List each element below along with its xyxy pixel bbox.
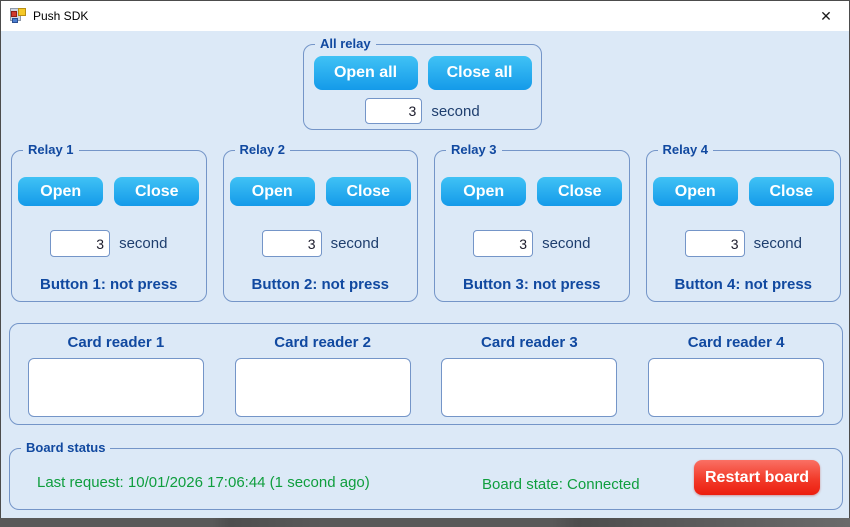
relay-2-close-button[interactable]: Close xyxy=(325,177,411,206)
open-all-button[interactable]: Open all xyxy=(313,56,418,90)
relay-1-group: Relay 1 Open Close second Button 1: not … xyxy=(11,142,207,302)
relay-1-open-button[interactable]: Open xyxy=(18,177,104,206)
close-icon: ✕ xyxy=(820,7,832,24)
close-all-button[interactable]: Close all xyxy=(427,56,532,90)
relay-2-button-status: Button 2: not press xyxy=(251,276,390,293)
restart-board-button[interactable]: Restart board xyxy=(694,460,820,495)
relay-2-seconds-input[interactable] xyxy=(261,230,322,257)
relay-4-caption: Relay 4 xyxy=(657,142,714,158)
card-reader-1-caption: Card reader 1 xyxy=(67,334,165,351)
titlebar[interactable]: Push SDK ✕ xyxy=(1,1,849,31)
all-relay-seconds-unit: second xyxy=(431,102,480,120)
relay-3-caption: Relay 3 xyxy=(446,142,502,158)
card-reader-3-caption: Card reader 3 xyxy=(481,334,578,351)
relay-4-group: Relay 4 Open Close second Button 4: not … xyxy=(645,142,841,302)
relay-3-seconds-unit: second xyxy=(542,235,591,252)
relay-2-caption: Relay 2 xyxy=(234,142,291,158)
card-reader-3-cell: Card reader 3 xyxy=(434,332,626,424)
relay-2-group: Relay 2 Open Close second Button 2: not … xyxy=(222,142,418,302)
relay-3-seconds-input[interactable] xyxy=(473,230,534,257)
card-reader-2-cell: Card reader 2 xyxy=(227,332,419,424)
relay-1-seconds-input[interactable] xyxy=(50,230,111,257)
all-relay-group: All relay Open all Close all second xyxy=(303,36,542,130)
background-window-strip xyxy=(0,517,850,527)
card-reader-1-box[interactable] xyxy=(27,358,204,417)
relay-4-seconds-input[interactable] xyxy=(684,230,745,257)
card-reader-4-caption: Card reader 4 xyxy=(687,334,785,351)
relay-row: Relay 1 Open Close second Button 1: not … xyxy=(11,142,841,302)
card-reader-2-box[interactable] xyxy=(234,358,411,417)
card-reader-3-box[interactable] xyxy=(441,358,618,417)
board-status-group: Board status Last request: 10/01/2026 17… xyxy=(9,440,843,510)
relay-1-button-status: Button 1: not press xyxy=(40,276,178,293)
relay-2-seconds-unit: second xyxy=(330,235,379,252)
window-title: Push SDK xyxy=(33,9,89,23)
relay-4-seconds-unit: second xyxy=(753,235,802,252)
card-reader-1-cell: Card reader 1 xyxy=(20,332,212,424)
card-reader-2-caption: Card reader 2 xyxy=(274,334,371,351)
client-area: All relay Open all Close all second Rela… xyxy=(1,31,849,518)
app-icon xyxy=(10,8,26,24)
relay-3-close-button[interactable]: Close xyxy=(537,177,623,206)
card-reader-4-box[interactable] xyxy=(648,358,825,417)
relay-2-open-button[interactable]: Open xyxy=(229,177,315,206)
relay-3-open-button[interactable]: Open xyxy=(441,177,527,206)
relay-4-close-button[interactable]: Close xyxy=(748,177,834,206)
relay-1-seconds-unit: second xyxy=(119,235,168,252)
card-reader-4-cell: Card reader 4 xyxy=(640,332,832,424)
relay-1-caption: Relay 1 xyxy=(23,142,79,158)
relay-4-open-button[interactable]: Open xyxy=(652,177,738,206)
relay-3-group: Relay 3 Open Close second Button 3: not … xyxy=(434,142,630,302)
last-request-text: Last request: 10/01/2026 17:06:44 (1 sec… xyxy=(37,474,370,491)
all-relay-seconds-input[interactable] xyxy=(365,98,423,124)
board-state-text: Board state: Connected xyxy=(482,476,640,493)
relay-3-button-status: Button 3: not press xyxy=(463,276,601,293)
close-button[interactable]: ✕ xyxy=(803,1,849,31)
relay-1-close-button[interactable]: Close xyxy=(114,177,200,206)
board-status-caption: Board status xyxy=(21,440,111,456)
card-reader-panel: Card reader 1 Card reader 2 Card reader … xyxy=(9,323,843,425)
all-relay-caption: All relay xyxy=(315,36,376,52)
relay-4-button-status: Button 4: not press xyxy=(674,276,813,293)
